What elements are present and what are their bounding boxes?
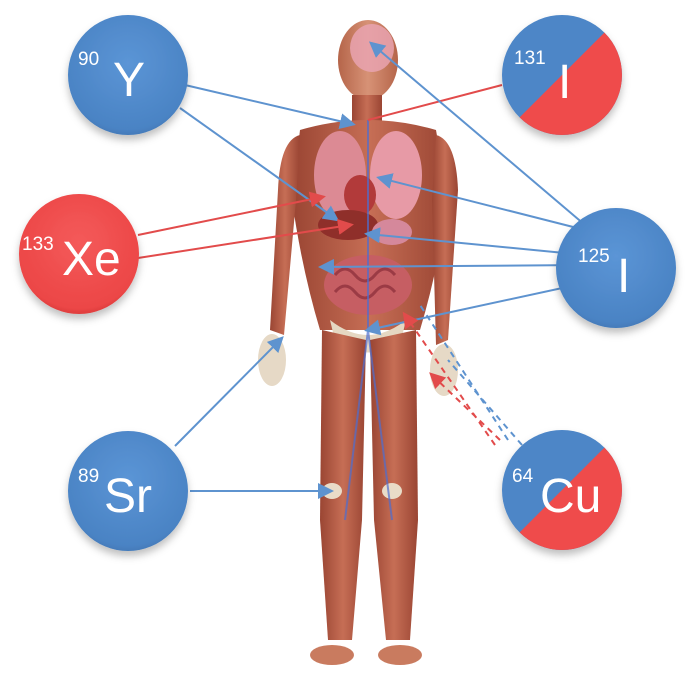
hand-left <box>258 334 286 386</box>
lung-right <box>370 131 422 219</box>
sr89-wrist-line <box>175 339 281 446</box>
knee-right <box>382 483 402 499</box>
isotope-symbol: Cu <box>540 470 601 523</box>
isotope-mass: 131 <box>514 48 546 69</box>
neck <box>352 95 382 123</box>
isotope-symbol: Sr <box>104 470 152 523</box>
isotope-symbol: I <box>617 250 630 303</box>
y90-thyroid-line <box>185 85 352 124</box>
isotope-mass: 133 <box>22 234 54 255</box>
isotope-i125: 125 I <box>556 208 676 328</box>
isotope-symbol: Y <box>113 54 145 107</box>
human-anatomy-figure <box>258 20 458 665</box>
isotope-circle-i125 <box>556 208 676 328</box>
isotope-cu64: 64 Cu <box>502 430 622 550</box>
brain <box>350 24 394 72</box>
isotope-mass: 89 <box>78 466 99 487</box>
isotope-mass: 64 <box>512 466 534 487</box>
cu64-hip-line-red <box>405 315 495 445</box>
foot-right <box>378 645 422 665</box>
isotope-mass: 125 <box>578 246 610 267</box>
isotope-symbol: Xe <box>62 233 121 286</box>
isotope-y90: 90 Y <box>68 15 188 135</box>
isotope-xe133: 133 Xe <box>19 194 139 314</box>
isotope-symbol: I <box>558 56 571 109</box>
heart <box>344 175 376 215</box>
i131-thyroid-line <box>368 85 502 120</box>
isotope-mass: 90 <box>78 49 99 70</box>
stomach <box>372 219 412 245</box>
isotope-i131: 131 I <box>502 15 622 135</box>
isotope-sr89: 89 Sr <box>68 431 188 551</box>
foot-left <box>310 645 354 665</box>
